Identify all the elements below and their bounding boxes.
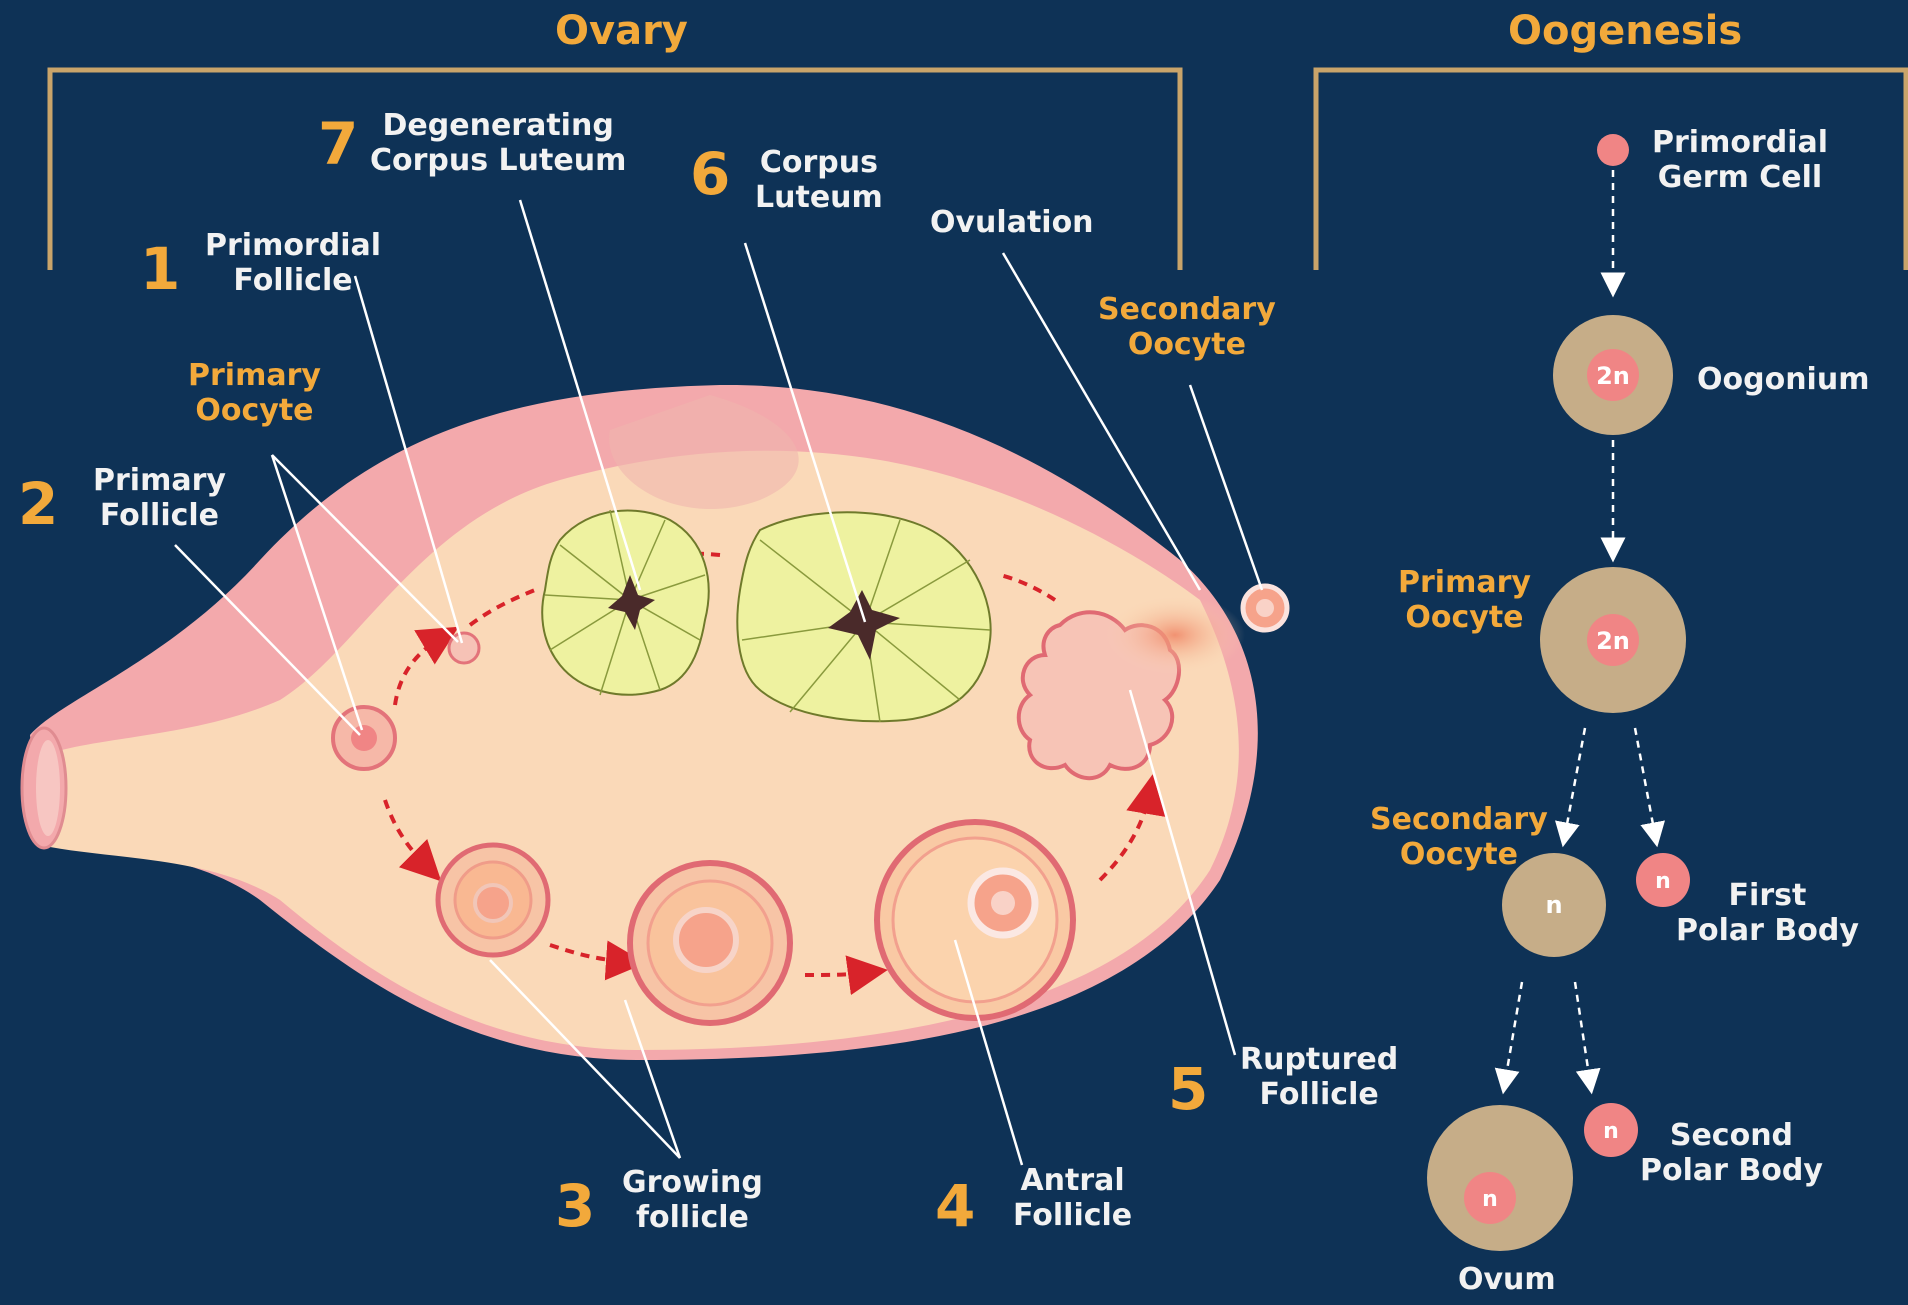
secondary-oocyte-ploidy: n — [1545, 891, 1562, 919]
first-polar-body-ploidy: n — [1655, 869, 1671, 894]
ovum-ploidy: n — [1482, 1187, 1498, 1212]
label-antral-follicle-line2: Follicle — [1013, 1198, 1132, 1233]
label-ovum: Ovum — [1458, 1262, 1556, 1297]
label-degenerating-corpus-luteum-line2: Corpus Luteum — [370, 143, 626, 178]
label-degenerating-corpus-luteum: Degenerating Corpus Luteum — [370, 108, 626, 179]
label-first-polar-body-line1: First — [1676, 878, 1859, 913]
label-primary-oocyte-ovary: Primary Oocyte — [188, 358, 321, 429]
label-antral-follicle: Antral Follicle — [1013, 1163, 1132, 1234]
label-degenerating-corpus-luteum-line1: Degenerating — [370, 108, 626, 143]
oogonium-ploidy: 2n — [1596, 362, 1630, 390]
second-polar-body-cell: n — [1584, 1103, 1638, 1157]
label-corpus-luteum-line1: Corpus — [755, 145, 883, 180]
label-primary-follicle: Primary Follicle — [93, 463, 226, 534]
label-ruptured-follicle-line1: Ruptured — [1240, 1042, 1398, 1077]
label-corpus-luteum: Corpus Luteum — [755, 145, 883, 216]
second-polar-body-ploidy: n — [1603, 1119, 1619, 1144]
label-ruptured-follicle: Ruptured Follicle — [1240, 1042, 1398, 1113]
label-secondary-oocyte-oogenesis: Secondary Oocyte — [1370, 802, 1548, 873]
label-growing-follicle-line1: Growing — [622, 1165, 763, 1200]
stage-number-3: 3 — [555, 1172, 595, 1240]
released-secondary-oocyte — [1243, 586, 1287, 630]
label-secondary-oocyte-ovary-line2: Oocyte — [1098, 327, 1276, 362]
label-primary-oocyte-ovary-line1: Primary — [188, 358, 321, 393]
label-ruptured-follicle-line2: Follicle — [1240, 1077, 1398, 1112]
stage-number-4: 4 — [935, 1172, 975, 1240]
label-secondary-oocyte-ovary: Secondary Oocyte — [1098, 292, 1276, 363]
degenerating-corpus-luteum — [542, 510, 708, 695]
label-second-polar-body-line2: Polar Body — [1640, 1153, 1823, 1188]
label-secondary-oocyte-oogenesis-line1: Secondary — [1370, 802, 1548, 837]
label-secondary-oocyte-oogenesis-line2: Oocyte — [1370, 837, 1548, 872]
label-ovulation: Ovulation — [930, 205, 1094, 240]
primordial-germ-cell — [1597, 134, 1629, 166]
label-primordial-germ-cell-line1: Primordial — [1652, 125, 1828, 160]
stage-number-1: 1 — [140, 235, 180, 303]
label-first-polar-body: First Polar Body — [1676, 878, 1859, 949]
label-second-polar-body: Second Polar Body — [1640, 1118, 1823, 1189]
label-primordial-follicle-line2: Follicle — [205, 263, 381, 298]
label-second-polar-body-line1: Second — [1640, 1118, 1823, 1153]
growing-follicle-large — [630, 863, 790, 1023]
primary-oocyte-ploidy: 2n — [1596, 627, 1630, 655]
label-first-polar-body-line2: Polar Body — [1676, 913, 1859, 948]
label-primary-follicle-line1: Primary — [93, 463, 226, 498]
oogonium-cell: 2n — [1553, 315, 1673, 435]
label-oogonium: Oogonium — [1697, 362, 1869, 397]
label-primary-oocyte-oogenesis-line2: Oocyte — [1398, 600, 1531, 635]
label-growing-follicle-line2: follicle — [622, 1200, 763, 1235]
label-primordial-germ-cell-line2: Germ Cell — [1652, 160, 1828, 195]
stage-number-5: 5 — [1168, 1055, 1208, 1123]
label-primary-oocyte-ovary-line2: Oocyte — [188, 393, 321, 428]
stage-number-2: 2 — [18, 470, 58, 538]
label-secondary-oocyte-ovary-line1: Secondary — [1098, 292, 1276, 327]
label-primordial-follicle-line1: Primordial — [205, 228, 381, 263]
antral-follicle — [877, 822, 1073, 1018]
growing-follicle-small — [438, 845, 548, 955]
oogenesis-section-title: Oogenesis — [1508, 8, 1742, 54]
stage-number-6: 6 — [690, 140, 730, 208]
ovary-section-title: Ovary — [555, 8, 688, 54]
label-primary-follicle-line2: Follicle — [93, 498, 226, 533]
label-primary-oocyte-oogenesis: Primary Oocyte — [1398, 565, 1531, 636]
label-antral-follicle-line1: Antral — [1013, 1163, 1132, 1198]
label-primordial-follicle: Primordial Follicle — [205, 228, 381, 299]
stage-number-7: 7 — [318, 110, 358, 178]
label-corpus-luteum-line2: Luteum — [755, 180, 883, 215]
label-primordial-germ-cell: Primordial Germ Cell — [1652, 125, 1828, 196]
label-growing-follicle: Growing follicle — [622, 1165, 763, 1236]
primary-oocyte-cell: 2n — [1540, 567, 1686, 713]
ovum-cell: n — [1427, 1105, 1573, 1251]
label-primary-oocyte-oogenesis-line1: Primary — [1398, 565, 1531, 600]
